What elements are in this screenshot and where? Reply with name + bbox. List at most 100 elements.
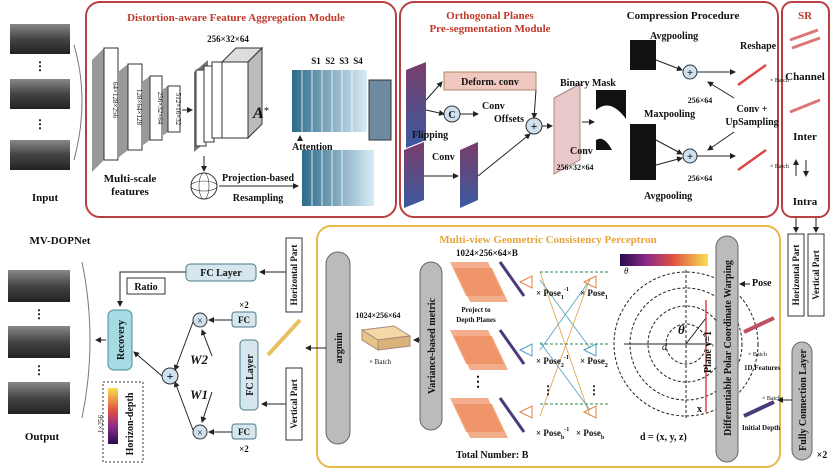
multiply-node-2: [192, 424, 208, 440]
x2-label-right: ×2: [817, 450, 828, 461]
horizon-depth-colorbar: [108, 388, 118, 444]
scale-s4: S4: [353, 56, 363, 66]
sr-intra-label: Intra: [793, 196, 818, 208]
projection-label-1: Projection-based: [222, 173, 294, 184]
fc-layer-vertical: [239, 339, 259, 411]
dpcw-label: Differentiable Polar Coordinate Warping: [723, 260, 734, 436]
input-images: ⋮ ⋮: [10, 24, 70, 170]
horizontal-part-label: Horizontal Part: [289, 245, 299, 306]
deform-conv-label: Deform. conv: [461, 77, 519, 88]
sr-title: SR: [798, 10, 813, 22]
vertical-part-label: Vertical Part: [289, 379, 299, 428]
horizon-depth-label: Horizon-depth: [125, 392, 136, 455]
binary-mask-label: Binary Mask: [560, 78, 616, 89]
svg-text:+: +: [167, 369, 174, 383]
attention-label: Attention: [292, 142, 333, 153]
dim-1024a: 1024×256×64: [355, 311, 400, 320]
svg-text:+: +: [687, 151, 693, 163]
input-image-2: [10, 79, 70, 109]
multiply-node-1: [192, 312, 208, 328]
batch-label-d: × Batch: [762, 396, 781, 402]
svg-text:⋮: ⋮: [33, 307, 45, 321]
a-symbol: A: [252, 105, 264, 122]
dpcw-bar: [715, 235, 739, 463]
svg-text:⋮: ⋮: [34, 59, 46, 73]
theta-top-label: θ: [624, 266, 629, 276]
d-equation: d = (x, y, z): [640, 432, 687, 443]
svg-text:⋮: ⋮: [33, 363, 45, 377]
sr-channel-icon: [789, 28, 821, 50]
batch-label-b: × Batch: [369, 358, 392, 366]
pose-2: × Pose2: [580, 356, 608, 369]
ratio-box: [126, 277, 166, 295]
upsampled-stack: [194, 46, 264, 152]
branch-mask-2: [630, 124, 656, 154]
vertical-part-right-box: [807, 233, 825, 317]
conv-up-label-1: Conv +: [737, 104, 768, 115]
svg-text:+: +: [531, 119, 538, 133]
branch-mask-3: [630, 150, 656, 180]
dfam-frame: [85, 1, 397, 218]
avgpool-label-1: Avgpooling: [650, 31, 698, 42]
vertical-part-right-label: Vertical Part: [811, 250, 821, 299]
dim-top-label: 256×32×64: [207, 34, 249, 44]
input-label: Input: [32, 192, 59, 204]
fc-small-2-label: FC: [238, 427, 250, 437]
opps-title-1: Orthogonal Planes: [446, 10, 534, 22]
fc-connection-bar: [791, 341, 813, 461]
svg-text:+: +: [687, 67, 693, 79]
opps-frame: [399, 1, 779, 218]
dim-256x64-b: 256×64: [688, 174, 713, 183]
split-rod: [266, 318, 302, 357]
multiscale-feature-stack: [92, 47, 181, 172]
pose-input-label: Pose: [752, 278, 772, 289]
offsets-label: Offsets: [494, 114, 524, 125]
mgcp-frame: [316, 225, 781, 468]
pose-inv-b: × Poseb-1: [536, 427, 569, 441]
svg-text:⋮: ⋮: [471, 375, 485, 390]
x-axis-label: x: [697, 404, 702, 415]
batch-label-1: × Batch: [770, 78, 789, 84]
variance-label: Variance-based metric: [427, 297, 438, 394]
w1-label: W1: [190, 387, 208, 402]
horizon-dim-label: 1×256: [97, 415, 105, 433]
ratio-label: Ratio: [134, 282, 157, 293]
conv-feature: [460, 142, 478, 208]
conv-up-label-2: UpSampling: [725, 117, 778, 128]
fc-layer-top-label: FC Layer: [200, 268, 242, 279]
scale-s1: S1: [311, 56, 321, 66]
output-label: Output: [25, 431, 60, 443]
opps-input-feature: [406, 62, 426, 148]
feat-dim-4: 512×16×32: [174, 93, 182, 126]
recovery-box: [107, 309, 133, 371]
features-rod: [743, 316, 775, 334]
fc-layer-vertical-label: FC Layer: [245, 354, 256, 396]
project-label-2: Depth Planes: [456, 316, 496, 324]
resampled-feature-block: [302, 150, 374, 206]
svg-text:⋮: ⋮: [588, 383, 600, 397]
input-brace: [73, 44, 83, 161]
horizontal-part-right-label: Horizontal Part: [791, 245, 801, 306]
svg-text:×: ×: [197, 316, 203, 327]
x2-label-2: ×2: [239, 444, 249, 454]
flipped-feature: [404, 142, 424, 208]
dfam-title: Distortion-aware Feature Aggregation Mod…: [127, 12, 345, 24]
svg-text:⋮: ⋮: [542, 383, 554, 397]
vector-rod-2: [737, 148, 767, 172]
theta-symbol: θ: [678, 322, 685, 337]
deform-conv-box: [443, 71, 537, 91]
sr-frame: [781, 1, 830, 218]
batch-label-2: × Batch: [770, 164, 789, 170]
svg-text:⋮: ⋮: [34, 117, 46, 131]
maxpool-label: Maxpooling: [644, 109, 695, 120]
mask-dim-label: 256×32×64: [556, 163, 593, 172]
scale-s3: S3: [339, 56, 349, 66]
sphere-icon: [190, 172, 218, 200]
feat-dim-2: 128×64×128: [135, 89, 143, 125]
output-images: ⋮ ⋮: [8, 270, 70, 414]
horizon-depth-frame: [102, 381, 144, 463]
argmin-label: argmin: [334, 332, 345, 364]
panorama-strip: [620, 254, 708, 266]
output-feature-slab: [368, 79, 392, 141]
